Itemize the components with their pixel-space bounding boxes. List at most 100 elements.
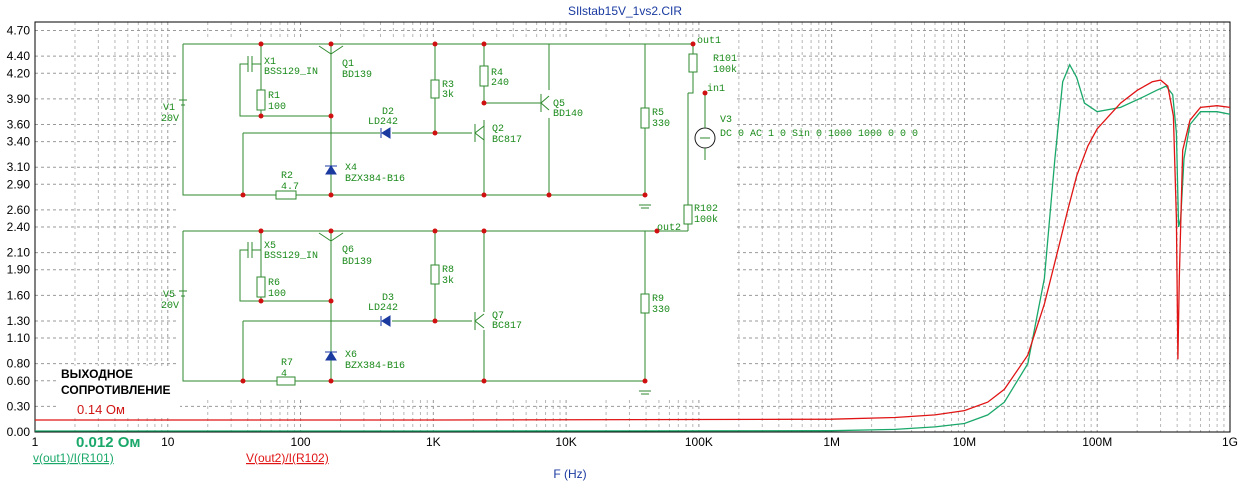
label-d3-value: LD242 xyxy=(368,303,398,314)
y-tick-label: 4.40 xyxy=(7,49,31,63)
label-r5: R5 xyxy=(652,108,664,119)
label-x1: X1 xyxy=(264,57,276,68)
chart-title: SIlstab15V_1vs2.CIR xyxy=(568,4,682,18)
resistor-r9 xyxy=(640,293,650,314)
resistor-r2 xyxy=(275,190,297,200)
x-tick-label: 1 xyxy=(32,435,39,449)
label-r101: R101 xyxy=(713,54,737,65)
label-r4: R4 xyxy=(491,68,503,79)
label-r3-value: 3k xyxy=(442,89,454,101)
legend-series-1[interactable]: v(out1)/I(R101) xyxy=(33,451,114,465)
label-r6-value: 100 xyxy=(268,289,286,300)
label-r101-value: 100k xyxy=(713,64,737,76)
label-r2-value: 4.7 xyxy=(281,182,299,193)
label-x6-value: BZX384-B16 xyxy=(345,361,405,372)
legend-series-2[interactable]: V(out2)/I(R102) xyxy=(246,451,329,465)
resistor-r4 xyxy=(479,65,489,87)
x-tick-label: 1M xyxy=(823,435,840,449)
label-v3: V3 xyxy=(720,115,732,126)
label-r7: R7 xyxy=(281,358,293,369)
label-q6-value: BD139 xyxy=(342,257,372,268)
annotation-heading-line1: ВЫХОДНОЕ xyxy=(61,367,133,381)
y-tick-label: 2.40 xyxy=(7,220,31,234)
label-x5: X5 xyxy=(264,241,276,252)
label-d2: D2 xyxy=(382,107,394,118)
label-q2-value: BC817 xyxy=(492,135,522,146)
series-line-2 xyxy=(35,79,1231,421)
label-r4-value: 240 xyxy=(491,78,509,89)
y-tick-label: 4.20 xyxy=(7,66,31,80)
label-x6: X6 xyxy=(345,350,357,361)
label-v3-value: DC 0 AC 1 0 Sin 0 1000 1000 0 0 0 xyxy=(720,128,918,140)
label-r6: R6 xyxy=(268,278,280,289)
y-tick-label: 1.30 xyxy=(7,314,31,328)
label-d3: D3 xyxy=(382,293,394,304)
x-axis-label: F (Hz) xyxy=(553,467,586,481)
label-d2-value: LD242 xyxy=(368,117,398,128)
label-x4-value: BZX384-B16 xyxy=(345,174,405,185)
label-q6: Q6 xyxy=(342,245,354,256)
y-tick-label: 0.60 xyxy=(7,374,31,388)
x-tick-label: 1K xyxy=(426,435,441,449)
resistor-r6 xyxy=(256,276,266,298)
label-v5-value: 20V xyxy=(161,301,179,312)
y-tick-label: 1.60 xyxy=(7,288,31,302)
y-tick-label: 3.90 xyxy=(7,92,31,106)
schematic-nodes xyxy=(240,41,708,384)
label-in1: in1 xyxy=(707,83,725,95)
x-tick-label: 100M xyxy=(1082,435,1112,449)
y-axis-ticks: 0.000.300.600.801.101.301.601.902.102.40… xyxy=(7,24,31,439)
label-r5-value: 330 xyxy=(652,119,670,130)
y-tick-label: 2.60 xyxy=(7,203,31,217)
label-x5-value: BSS129_IN xyxy=(264,251,318,262)
label-r102: R102 xyxy=(694,204,718,215)
label-r8-value: 3k xyxy=(442,275,454,287)
zener-x6 xyxy=(325,351,337,361)
y-tick-label: 3.40 xyxy=(7,135,31,149)
annotation-green-value: 0.012 Ом xyxy=(76,434,140,451)
resistor-r102 xyxy=(683,204,693,225)
plot-frame xyxy=(34,21,1231,433)
label-r9-value: 330 xyxy=(652,305,670,316)
label-v1-value: 20V xyxy=(161,114,179,125)
series-layer xyxy=(35,63,1231,432)
label-x1-value: BSS129_IN xyxy=(264,67,318,78)
resistor-r5 xyxy=(640,107,650,129)
label-r9: R9 xyxy=(652,294,664,305)
circuit-schematic: X1 BSS129_IN Q1 BD139 R1 100 D2 LD242 R3… xyxy=(161,36,918,398)
y-tick-label: 1.90 xyxy=(7,263,31,277)
resistor-r1 xyxy=(256,89,266,111)
label-r1: R1 xyxy=(268,91,280,102)
annotation-red-value: 0.14 Ом xyxy=(77,402,125,417)
x-tick-label: 10M xyxy=(953,435,976,449)
label-r8: R8 xyxy=(442,265,454,276)
label-q7: Q7 xyxy=(492,311,504,322)
resistor-r101 xyxy=(688,53,698,73)
y-tick-label: 0.80 xyxy=(7,357,31,371)
label-r7-value: 4 xyxy=(281,369,287,380)
label-out1: out1 xyxy=(697,36,721,47)
y-tick-label: 0.30 xyxy=(7,399,31,413)
label-q1-value: BD139 xyxy=(342,70,372,81)
y-tick-label: 2.10 xyxy=(7,246,31,260)
label-q7-value: BC817 xyxy=(492,321,522,332)
label-q5-value: BD140 xyxy=(553,109,583,120)
label-q2: Q2 xyxy=(492,124,504,135)
label-r102-value: 100k xyxy=(694,214,718,226)
label-q1: Q1 xyxy=(342,59,354,70)
y-tick-label: 4.70 xyxy=(7,24,31,38)
led-d2 xyxy=(380,127,391,139)
resistor-r7 xyxy=(276,376,296,386)
label-r1-value: 100 xyxy=(268,102,286,113)
resistor-r3 xyxy=(430,79,440,99)
x-tick-label: 10 xyxy=(161,435,175,449)
y-tick-label: 0.00 xyxy=(7,425,31,439)
label-x4: X4 xyxy=(345,163,357,174)
label-v5: V5 xyxy=(163,290,175,301)
x-tick-label: 1G xyxy=(1222,435,1238,449)
label-v1: V1 xyxy=(163,103,175,114)
y-tick-label: 2.90 xyxy=(7,177,31,191)
